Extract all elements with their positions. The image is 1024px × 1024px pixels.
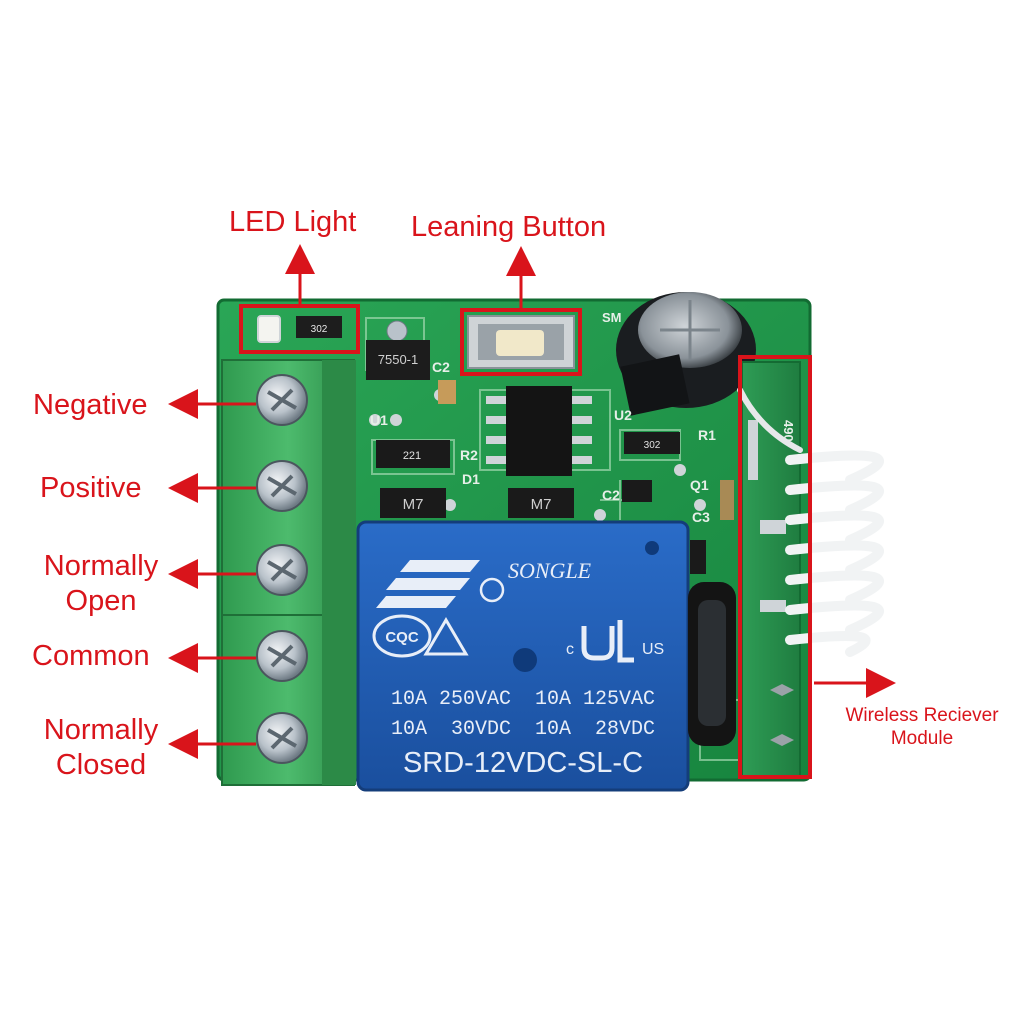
- cqc-mark: CQC: [372, 614, 469, 658]
- resistor-302b-label: 302: [644, 440, 661, 451]
- diodes: M7 M7: [380, 488, 574, 518]
- learning-button[interactable]: [467, 315, 575, 369]
- u2-label: U2: [614, 407, 632, 423]
- button-highlight-box: [460, 308, 582, 376]
- voltage-regulator: 7550-1: [366, 320, 430, 380]
- callout-arrows: [168, 244, 896, 759]
- led-highlight-box: [239, 304, 360, 354]
- q1-label: Q1: [690, 477, 709, 493]
- relay: SONGLE CQC c US 10A 250VAC 10A 125VAC 10…: [356, 520, 690, 792]
- u1-label: U1: [370, 412, 388, 428]
- ic-chip: [486, 386, 592, 476]
- label-led-light: LED Light: [229, 206, 357, 238]
- d1-label: D1: [462, 471, 480, 487]
- diode-m7-1-label: M7: [403, 496, 424, 513]
- diode-m7-2-label: M7: [531, 496, 552, 513]
- label-wireless-receiver: Wireless Reciever Module: [822, 705, 1022, 751]
- terminal-screw-common: [256, 630, 308, 682]
- sm-label: SM: [602, 310, 622, 325]
- r2-label: R2: [460, 447, 478, 463]
- electrolytic-capacitor: [616, 292, 756, 416]
- relay-rating-line-1: 10A 250VAC 10A 125VAC: [391, 688, 655, 711]
- crystal-oscillator: [688, 582, 736, 746]
- relay-brand: SONGLE: [508, 558, 592, 583]
- label-positive: Positive: [40, 472, 142, 504]
- wireless-module: 490: [741, 361, 801, 777]
- c2-label: C2: [602, 487, 620, 503]
- ul-mark: c US: [566, 620, 664, 663]
- ul-us-label: US: [642, 641, 664, 658]
- label-wireless-receiver-line-2: Module: [890, 727, 954, 749]
- label-negative: Negative: [33, 389, 148, 421]
- label-normally-open-line-2: Open: [65, 584, 137, 617]
- module-highlight-box: [738, 355, 812, 779]
- terminal-screw-normally-closed: [256, 712, 308, 764]
- terminal-screw-positive: [256, 460, 308, 512]
- relay-rating-line-2: 10A 30VDC 10A 28VDC: [391, 718, 655, 741]
- label-normally-closed-line-2: Closed: [55, 748, 147, 781]
- terminal-screw-negative: [256, 374, 308, 426]
- highlight-boxes: [239, 304, 812, 779]
- c2-top-label: C2: [432, 359, 450, 375]
- led-area: 302: [257, 315, 342, 343]
- c3-label: C3: [692, 509, 710, 525]
- antenna-coil: [737, 387, 885, 657]
- cqc-label: CQC: [385, 629, 419, 646]
- smd-components: 221 302: [376, 380, 734, 574]
- relay-model: SRD-12VDC-SL-C: [403, 747, 643, 779]
- regulator-label: 7550-1: [378, 352, 418, 367]
- module-code-label: 490: [781, 420, 796, 442]
- label-wireless-receiver-line-1: Wireless Reciever: [845, 705, 999, 726]
- label-normally-open-line-1: Normally: [43, 550, 159, 582]
- ul-c-label: c: [566, 641, 574, 658]
- label-normally-closed-line-1: Normally: [43, 714, 159, 746]
- resistor-221-label: 221: [403, 450, 421, 462]
- r1-label: R1: [698, 427, 716, 443]
- songle-logo: [376, 560, 505, 608]
- label-normally-closed: Normally Closed: [36, 713, 166, 783]
- label-normally-open: Normally Open: [36, 549, 166, 619]
- label-common: Common: [32, 640, 150, 672]
- resistor-302-label: 302: [311, 324, 328, 335]
- terminal-screw-normally-open: [256, 544, 308, 596]
- label-learning-button: Leaning Button: [411, 211, 607, 243]
